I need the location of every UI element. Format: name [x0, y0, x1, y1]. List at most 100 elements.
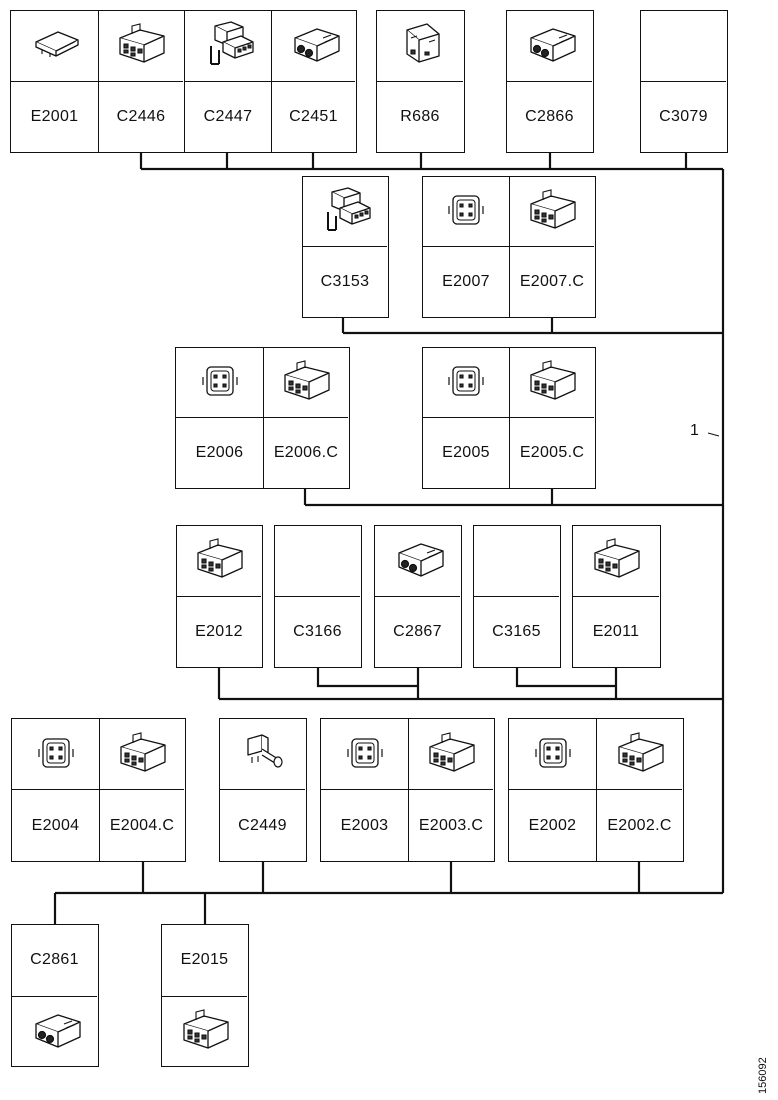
connector-C3079[interactable]: C3079 — [641, 11, 726, 152]
connector-group-10: E2012 — [176, 525, 263, 668]
connector-label: E2004 — [31, 816, 80, 834]
multi-pin-connector-icon — [420, 729, 482, 780]
connector-C2449[interactable]: C2449 — [220, 719, 305, 861]
connector-label: E2012 — [195, 622, 243, 640]
multi-pin-connector-icon — [521, 186, 583, 237]
connector-E2007[interactable]: E2007 — [423, 177, 509, 317]
connector-label: E2004.C — [109, 816, 175, 834]
connector-E2004C[interactable]: E2004.C — [99, 719, 184, 861]
terminal-face-icon — [435, 186, 497, 237]
connector-label: C2451 — [289, 107, 338, 125]
figure-number: 156092 — [757, 1057, 769, 1094]
connector-C2861[interactable]: C2861 — [12, 925, 97, 1066]
multi-pin-connector-icon — [521, 357, 583, 408]
connector-label: C3166 — [293, 622, 342, 640]
round-pin-connector-icon — [283, 20, 345, 71]
connector-group-17: E2003 E2003.C — [320, 718, 495, 862]
connector-C2447[interactable]: C2447 — [185, 11, 271, 152]
round-pin-connector-icon — [24, 1006, 86, 1057]
multi-pin-connector-icon — [110, 20, 172, 71]
multi-pin-connector-icon — [609, 729, 671, 780]
terminal-face-icon — [189, 357, 251, 408]
connector-group-20: E2015 — [161, 924, 249, 1067]
connector-group-11: C3166 — [274, 525, 362, 668]
connector-label: C2446 — [116, 107, 166, 125]
connector-label: C3165 — [492, 622, 541, 640]
connector-label: C2867 — [393, 622, 442, 640]
relay-icon — [389, 20, 451, 71]
connector-label: C2861 — [30, 951, 79, 969]
connector-E2002C[interactable]: E2002.C — [596, 719, 682, 861]
connector-group-12: C2867 — [374, 525, 462, 668]
connector-label: C2447 — [203, 107, 253, 125]
terminal-face-icon — [522, 729, 584, 780]
connector-group-13: C3165 — [473, 525, 561, 668]
connector-C2866[interactable]: C2866 — [507, 11, 592, 152]
connector-label: E2002.C — [607, 816, 672, 834]
flat-connector-icon — [24, 20, 86, 71]
connector-group-19: C2861 — [11, 924, 99, 1067]
connector-group-2: C2447 C2451 — [184, 10, 357, 153]
bracket-connector-icon — [197, 20, 259, 71]
connector-C2446[interactable]: C2446 — [98, 11, 183, 152]
connector-E2001[interactable]: E2001 — [11, 11, 98, 152]
connector-label: E2005 — [442, 444, 490, 461]
connector-label: E2007 — [442, 273, 490, 290]
round-pin-connector-icon — [519, 20, 581, 71]
connector-E2015[interactable]: E2015 — [162, 925, 247, 1066]
multi-pin-connector-icon — [585, 535, 647, 586]
connector-C3166[interactable]: C3166 — [275, 526, 360, 667]
connector-E2006C[interactable]: E2006.C — [263, 348, 348, 488]
connector-group-4: C2866 — [506, 10, 594, 153]
connector-R686[interactable]: R686 — [377, 11, 463, 152]
connector-label: E2002 — [528, 816, 577, 834]
connector-label: E2015 — [180, 951, 229, 969]
connector-label: E2005.C — [519, 444, 585, 461]
connector-C3153[interactable]: C3153 — [303, 177, 387, 317]
connector-E2005[interactable]: E2005 — [423, 348, 509, 488]
connector-label: E2006.C — [273, 444, 339, 461]
connector-C2451[interactable]: C2451 — [271, 11, 355, 152]
connector-E2011[interactable]: E2011 — [573, 526, 659, 667]
connector-label: C3079 — [659, 107, 708, 125]
connector-E2006[interactable]: E2006 — [176, 348, 263, 488]
multi-pin-connector-icon — [188, 535, 250, 586]
connector-E2003C[interactable]: E2003.C — [408, 719, 493, 861]
connector-E2004[interactable]: E2004 — [12, 719, 99, 861]
bracket-connector-icon — [314, 186, 376, 237]
connector-group-14: E2011 — [572, 525, 661, 668]
multi-pin-connector-icon — [111, 729, 173, 780]
connector-group-7: E2007 E2007.C — [422, 176, 596, 318]
inline-plug-icon — [232, 729, 294, 780]
multi-pin-connector-icon — [174, 1006, 236, 1057]
connector-group-1: E2001 C2446 — [10, 10, 185, 153]
connector-label: C2449 — [238, 816, 287, 834]
connector-group-3: R686 — [376, 10, 465, 153]
connector-E2007C[interactable]: E2007.C — [509, 177, 594, 317]
connector-E2005C[interactable]: E2005.C — [509, 348, 594, 488]
connector-group-15: E2004 E2004.C — [11, 718, 186, 862]
connector-label: E2001 — [30, 107, 79, 125]
terminal-face-icon — [25, 729, 87, 780]
terminal-face-icon — [435, 357, 497, 408]
connector-group-9: E2005 E2005.C — [422, 347, 596, 489]
connector-C2867[interactable]: C2867 — [375, 526, 460, 667]
connector-group-6: C3153 — [302, 176, 389, 318]
connector-label: E2011 — [592, 622, 640, 640]
connector-label: E2003.C — [418, 816, 484, 834]
harness-callout: 1 — [690, 422, 699, 439]
connector-C3165[interactable]: C3165 — [474, 526, 559, 667]
connector-label: E2006 — [195, 444, 244, 461]
connector-E2002[interactable]: E2002 — [509, 719, 596, 861]
connector-group-8: E2006 E2006.C — [175, 347, 350, 489]
connector-label: C2866 — [525, 107, 574, 125]
connector-E2003[interactable]: E2003 — [321, 719, 408, 861]
connector-group-5: C3079 — [640, 10, 728, 153]
connector-E2012[interactable]: E2012 — [177, 526, 261, 667]
terminal-face-icon — [334, 729, 396, 780]
connector-group-18: E2002 E2002.C — [508, 718, 684, 862]
connector-label: E2003 — [340, 816, 389, 834]
connector-label: E2007.C — [519, 273, 585, 290]
multi-pin-connector-icon — [275, 357, 337, 408]
